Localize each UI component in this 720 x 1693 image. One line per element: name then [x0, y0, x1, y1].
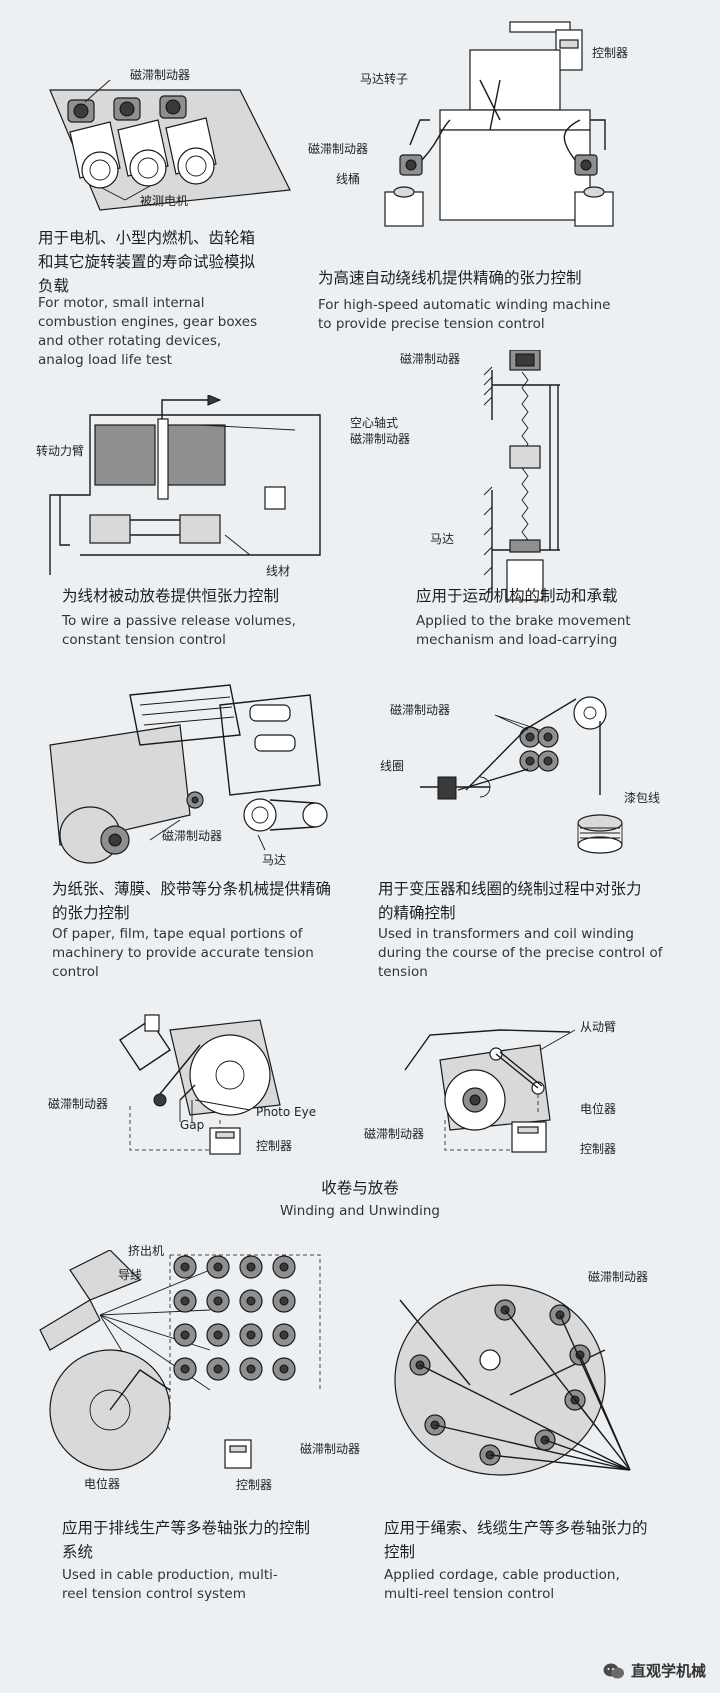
potentiometer-label: 电位器: [580, 1102, 617, 1116]
caption-en: For high-speed automatic winding machine…: [318, 297, 611, 332]
photo-eye-illustration: [119, 1014, 281, 1155]
caption-en: Of paper, film, tape equal portions of m…: [52, 926, 314, 980]
caption-cn: 为纸张、薄膜、胶带等分条机械提供精确的张力控制: [52, 880, 332, 922]
panel-motor-life-test: 磁滞制动器 被测电机 用于电机、小型内燃机、齿轮箱和其它旋转装置的寿命试验模拟负…: [0, 0, 360, 380]
coil-winding-illustration: [420, 696, 623, 854]
controller-label: 控制器: [592, 46, 629, 60]
brake-label: 磁滞制动器: [588, 1270, 649, 1284]
brake-label: 磁滞制动器: [400, 352, 461, 366]
cordage-illustration: [394, 1284, 631, 1476]
motor-label: 马达: [262, 853, 287, 867]
motor-rotor-label: 马达转子: [360, 72, 409, 86]
motor-test-illustration: [49, 79, 291, 211]
extruder-label: 挤出机: [128, 1244, 165, 1258]
coil-label: 线圈: [380, 759, 405, 773]
follower-arm-illustration: [404, 1029, 576, 1153]
brake-label: 磁滞制动器: [364, 1127, 425, 1141]
caption-cn: 为高速自动绕线机提供精确的张力控制: [318, 269, 582, 287]
brake-label: 磁滞制动器: [308, 142, 369, 156]
hollow-shaft-illustration: [49, 395, 321, 575]
caption-cn: 用于变压器和线圈的绕制过程中对张力的精确控制: [378, 880, 642, 922]
brake-label: 磁滞制动器: [390, 703, 451, 717]
caption-en: To wire a passive release volumes, const…: [62, 613, 296, 648]
caption-cn: 应用于绳索、线缆生产等多卷轴张力的控制: [384, 1519, 648, 1561]
winding-machine-illustration: [384, 21, 614, 227]
wire-label: 线材: [266, 564, 291, 578]
wire-bucket-label: 线桶: [336, 172, 361, 186]
hollow-shaft-label: 空心轴式: [350, 416, 399, 430]
brake-label: 磁滞制动器: [162, 829, 223, 843]
panel-brake-movement: 磁滞制动器 马达 应用于运动机构的制动和承载 Applied to the br…: [400, 340, 720, 710]
lead-screw-illustration: [483, 350, 560, 601]
motor-under-test-label: 被测电机: [140, 194, 189, 208]
brake-label: 磁滞制动器: [130, 68, 191, 82]
caption-en: Applied to the brake movement mechanism …: [416, 613, 631, 648]
caption-cn: 应用于排线生产等多卷轴张力的控制系统: [62, 1519, 311, 1561]
slitting-illustration: [49, 684, 328, 864]
brake-label: 磁滞制动器: [350, 432, 411, 446]
watermark-text: 直观学机械: [630, 1662, 706, 1680]
panel-cordage-cable: 磁滞制动器 应用于绳索、线缆生产等多卷轴张力的控制 Applied cordag…: [360, 1240, 720, 1693]
panel-coil-winding: 磁滞制动器 线圈 漆包线 用于变压器和线圈的绕制过程中对张力的精确控制 Used…: [360, 665, 720, 990]
watermark: 直观学机械: [603, 1660, 706, 1681]
brake-label: 磁滞制动器: [48, 1097, 109, 1111]
panel-photo-eye-winding: 磁滞制动器 Photo Eye Gap 控制器: [0, 1000, 360, 1240]
controller-label: 控制器: [256, 1139, 293, 1153]
caption-en: Used in transformers and coil winding du…: [378, 926, 663, 980]
brake-label: 磁滞制动器: [300, 1442, 361, 1456]
winding-caption-cn: 收卷与放卷: [321, 1179, 399, 1197]
controller-label: 控制器: [236, 1478, 273, 1492]
panel-multi-reel-cable: 挤出机 导线 磁滞制动器 电位器 控制器 应用于排线生产等多卷轴张力的控制系统 …: [0, 1240, 360, 1693]
panel-potentiometer-winding: 从动臂 电位器 磁滞制动器 控制器: [360, 1000, 720, 1240]
potentiometer-label: 电位器: [84, 1477, 121, 1491]
panel-wire-release: 空心轴式 磁滞制动器 转动力臂 线材 为线材被动放卷提供恒张力控制 To wir…: [0, 380, 410, 710]
caption-cn: 用于电机、小型内燃机、齿轮箱和其它旋转装置的寿命试验模拟负载: [38, 229, 256, 295]
panel-slitting-machine: 磁滞制动器 马达 为纸张、薄膜、胶带等分条机械提供精确的张力控制 Of pape…: [0, 665, 400, 990]
controller-label: 控制器: [580, 1142, 617, 1156]
caption-en: Used in cable production, multi-reel ten…: [62, 1567, 278, 1602]
follower-arm-label: 从动臂: [580, 1020, 617, 1034]
wechat-icon: [603, 1663, 624, 1678]
gap-label: Gap: [180, 1118, 205, 1132]
winding-caption-en: Winding and Unwinding: [279, 1203, 441, 1219]
photo-eye-label: Photo Eye: [256, 1105, 317, 1119]
caption-en: Applied cordage, cable production, multi…: [384, 1567, 620, 1602]
multi-reel-illustration: [39, 1250, 321, 1471]
enameled-wire-label: 漆包线: [624, 791, 661, 805]
caption-en: For motor, small internal combustion eng…: [38, 295, 258, 368]
rotating-arm-label: 转动力臂: [36, 444, 85, 458]
guide-wire-label: 导线: [118, 1268, 143, 1282]
reel-grid: [170, 1252, 300, 1406]
motor-label: 马达: [430, 532, 455, 546]
caption-cn: 为线材被动放卷提供恒张力控制: [62, 587, 280, 605]
caption-cn: 应用于运动机构的制动和承载: [416, 587, 618, 605]
panel-winding-machine: 控制器 马达转子 磁滞制动器 线桶 为高速自动绕线机提供精确的张力控制 For …: [308, 0, 720, 332]
